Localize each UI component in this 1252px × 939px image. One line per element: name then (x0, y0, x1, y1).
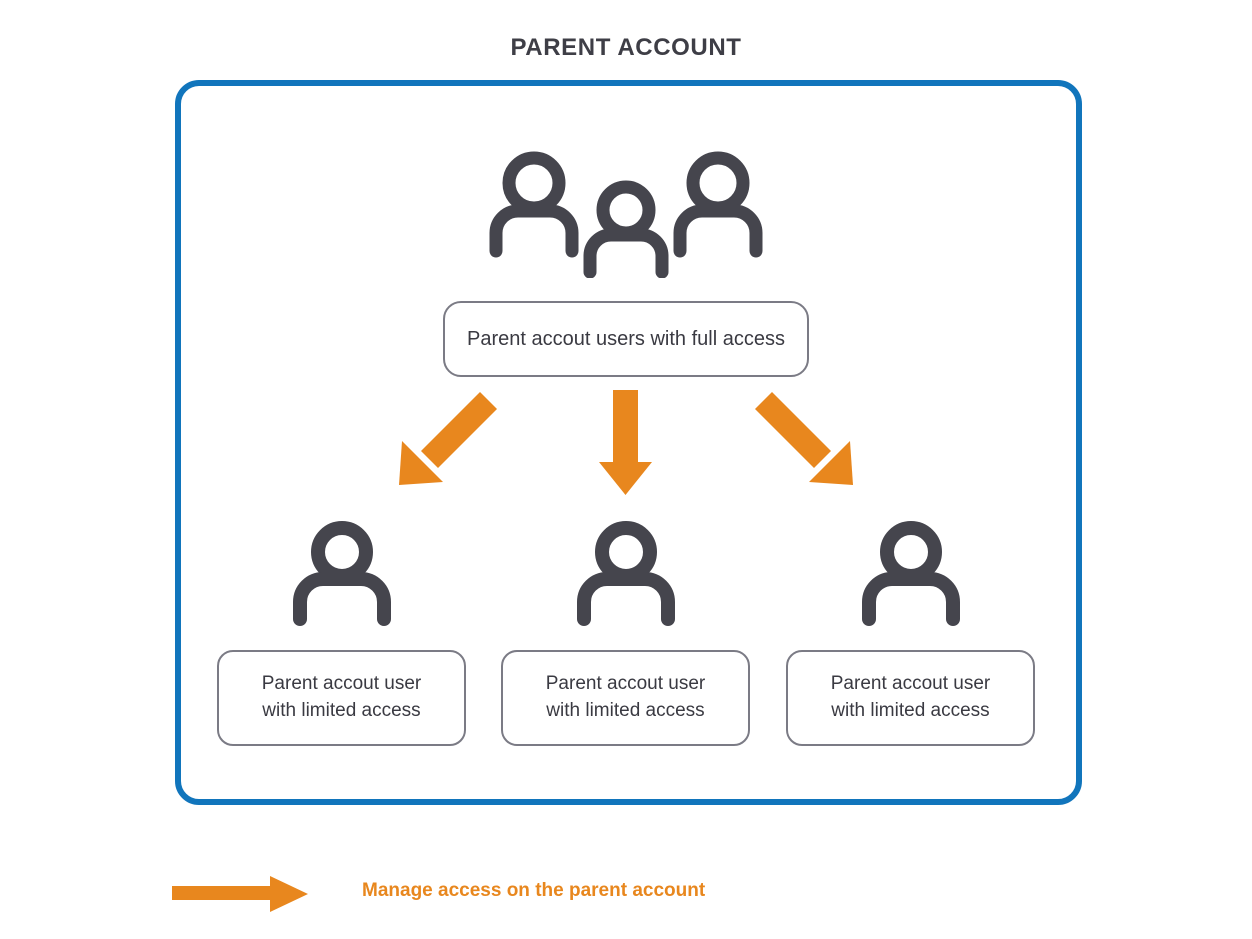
single-person-icon (856, 521, 966, 626)
limited-access-label-line1: Parent accout user (830, 673, 991, 695)
single-person-icon (571, 521, 681, 626)
limited-access-label-line2: with limited access (546, 700, 705, 721)
limited-access-node: Parent accout user with limited access (501, 650, 750, 746)
group-of-three-people-icon (486, 148, 766, 279)
right-arrow-icon (172, 874, 312, 914)
single-person-icon (287, 521, 397, 626)
limited-access-node: Parent accout user with limited access (217, 650, 466, 746)
page-title: PARENT ACCOUNT (510, 34, 742, 61)
full-access-label: Parent accout users with full access (467, 327, 785, 350)
limited-access-node: Parent accout user with limited access (786, 650, 1035, 746)
limited-access-label-line2: with limited access (262, 700, 421, 721)
limited-access-label-line1: Parent accout user (545, 673, 706, 695)
full-access-node: Parent accout users with full access (443, 301, 809, 377)
legend-label: Manage access on the parent account (362, 880, 706, 901)
limited-access-label-line2: with limited access (831, 700, 990, 721)
legend: Manage access on the parent account (172, 866, 972, 922)
limited-access-label-line1: Parent accout user (261, 673, 422, 695)
